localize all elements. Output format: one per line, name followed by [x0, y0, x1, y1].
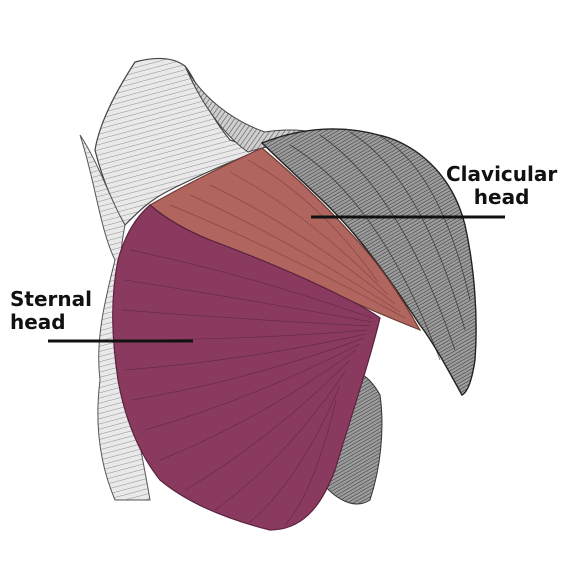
clavicular-head-label: Clavicular head — [446, 163, 557, 209]
clavicular-label-line1: Clavicular — [446, 162, 558, 186]
sternal-head-label: Sternal head — [10, 288, 92, 334]
sternal-fibers — [121, 249, 373, 526]
deltoid-muscle — [260, 128, 477, 396]
sternal-head — [112, 204, 381, 531]
sternal-label-line2: head — [10, 310, 66, 334]
clavicular-label-line2: head — [473, 185, 530, 209]
sternal-label-line1: Sternal — [10, 287, 92, 311]
clavicular-fibers — [169, 159, 406, 319]
